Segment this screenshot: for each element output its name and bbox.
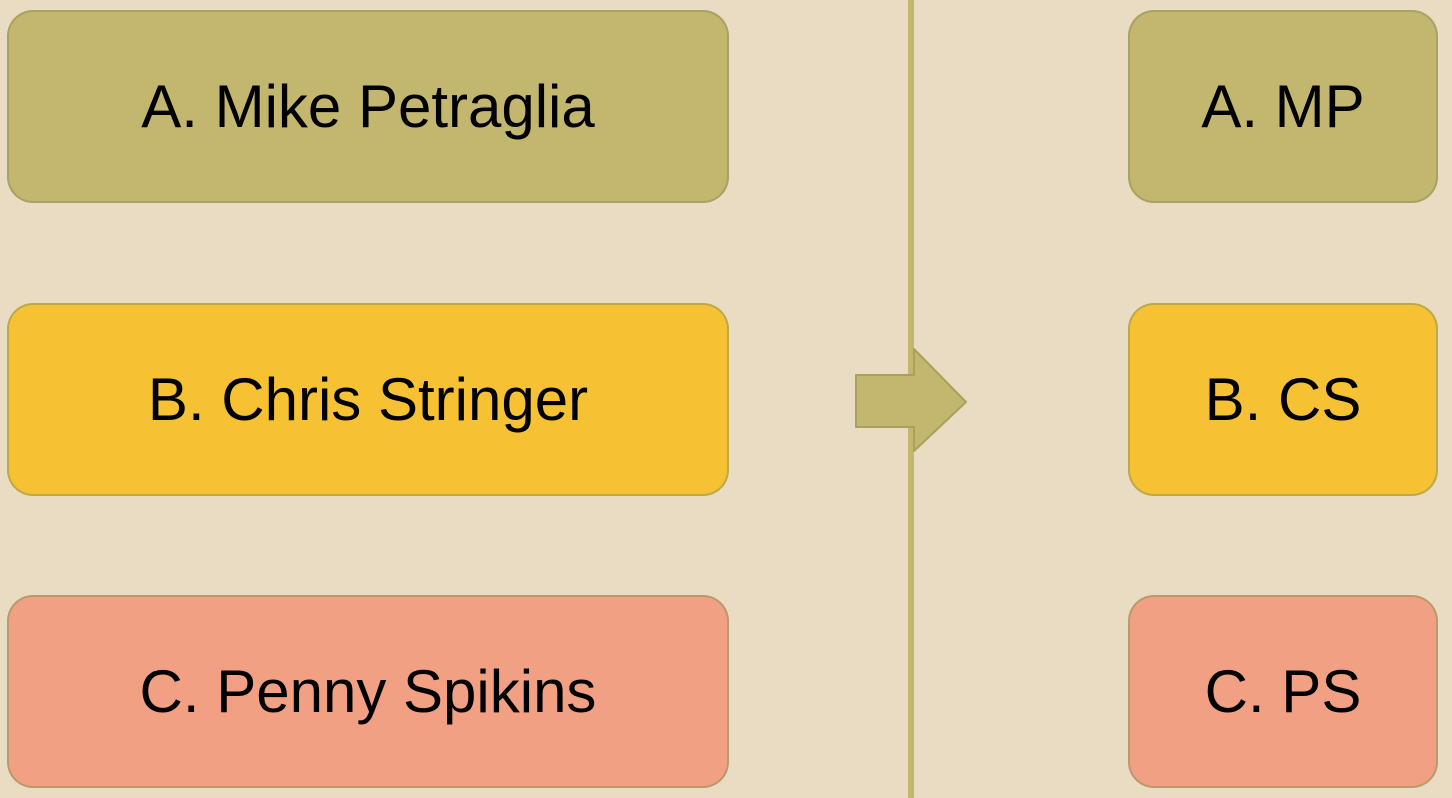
box-label: B. CS bbox=[1204, 365, 1362, 433]
box-label: C. PS bbox=[1204, 657, 1362, 725]
box-ps: C. PS bbox=[1128, 595, 1438, 788]
right-arrow-icon bbox=[855, 348, 967, 452]
arrow-shape bbox=[855, 348, 967, 452]
box-cs: B. CS bbox=[1128, 303, 1438, 496]
box-label: B. Chris Stringer bbox=[147, 365, 589, 433]
box-label: A. MP bbox=[1201, 72, 1365, 140]
box-mp: A. MP bbox=[1128, 10, 1438, 203]
box-chris-stringer: B. Chris Stringer bbox=[7, 303, 729, 496]
box-label: C. Penny Spikins bbox=[139, 657, 597, 725]
box-label: A. Mike Petraglia bbox=[141, 72, 595, 140]
box-penny-spikins: C. Penny Spikins bbox=[7, 595, 729, 788]
box-mike-petraglia: A. Mike Petraglia bbox=[7, 10, 729, 203]
